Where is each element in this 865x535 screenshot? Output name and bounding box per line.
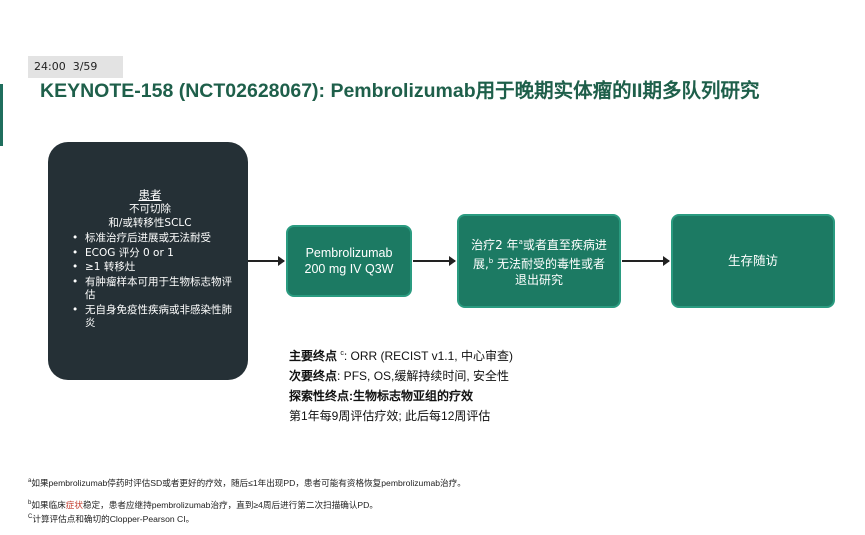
primary-endpoint-text: : ORR (RECIST v1.1, 中心审查) bbox=[343, 349, 513, 363]
criteria-item: 标准治疗后进展或无法耐受 bbox=[60, 232, 240, 246]
footnote-a-marker: a bbox=[28, 478, 32, 484]
endpoints-block: 主要终点 c: ORR (RECIST v1.1, 中心审查) 次要终点: PF… bbox=[289, 344, 513, 426]
footnote-b: b如果临床症状稳定，患者应继持pembrolizumab治疗，直到≥4周后进行第… bbox=[28, 497, 378, 511]
exploratory-endpoint-label: 探索性终点: bbox=[289, 389, 353, 403]
patients-heading: 患者 bbox=[138, 188, 162, 202]
drug-name: Pembrolizumab bbox=[305, 246, 393, 260]
patients-box: 患者 不可切除 和/或转移性SCLC 标准治疗后进展或无法耐受 ECOG 评分 … bbox=[48, 142, 248, 380]
treatment-text-3: 无法耐受的毒性或者退出研究 bbox=[493, 257, 606, 287]
assessment-schedule: 第1年每9周评估疗效; 此后每12周评估 bbox=[289, 409, 491, 423]
criteria-item: 无自身免疫性疾病或非感染性肺炎 bbox=[60, 304, 240, 331]
treatment-sup-b: b bbox=[488, 257, 494, 265]
elapsed-time: 24:00 bbox=[34, 60, 66, 73]
drug-box: Pembrolizumab 200 mg IV Q3W bbox=[286, 225, 412, 297]
arrow-2 bbox=[413, 256, 456, 266]
treatment-text-1: 治疗2 年 bbox=[471, 238, 519, 252]
patients-line-1: 不可切除 bbox=[129, 203, 171, 215]
drug-dose: 200 mg IV Q3W bbox=[304, 262, 394, 276]
treatment-box: 治疗2 年a或者直至疾病进展,b 无法耐受的毒性或者退出研究 bbox=[457, 214, 621, 308]
patients-line-2: 和/或转移性SCLC bbox=[108, 217, 192, 229]
footnote-c-text: 计算评估点和确切的Clopper-Pearson CI。 bbox=[32, 513, 195, 524]
footnote-b-text-red: 症状 bbox=[65, 499, 83, 510]
criteria-item: 有肿瘤样本可用于生物标志物评估 bbox=[60, 276, 240, 303]
footnote-b-text-pre: 如果临床 bbox=[31, 499, 66, 510]
survival-label: 生存随访 bbox=[727, 253, 778, 268]
primary-endpoint-sup: c bbox=[340, 350, 344, 357]
footnote-c: C计算评估点和确切的Clopper-Pearson CI。 bbox=[28, 511, 194, 525]
survival-box: 生存随访 bbox=[671, 214, 835, 308]
treatment-text-2: 或者直至疾病进展, bbox=[472, 238, 607, 271]
secondary-endpoint-text: : PFS, OS,缓解持续时间, 安全性 bbox=[337, 369, 510, 383]
criteria-item: ECOG 评分 0 or 1 bbox=[60, 247, 240, 261]
accent-bar bbox=[0, 84, 3, 146]
slide-title: KEYNOTE-158 (NCT02628067): Pembrolizumab… bbox=[40, 80, 760, 102]
secondary-endpoint-label: 次要终点 bbox=[289, 369, 338, 383]
footnote-a: a如果pembrolizumab停药时评估SD或者更好的疗效，随后≤1年出现PD… bbox=[28, 475, 466, 489]
footnote-b-text-post: 稳定，患者应继持pembrolizumab治疗，直到≥4周后进行第二次扫描确认P… bbox=[82, 499, 378, 510]
slide-counter: 3/59 bbox=[72, 60, 98, 73]
footnote-b-marker: b bbox=[28, 500, 32, 506]
arrow-1 bbox=[248, 256, 285, 266]
exploratory-endpoint-text: 生物标志物亚组的疗效 bbox=[353, 389, 474, 403]
slide-timer-bar: 24:00 3/59 bbox=[28, 56, 123, 78]
criteria-list: 标准治疗后进展或无法耐受 ECOG 评分 0 or 1 ≥1 转移灶 有肿瘤样本… bbox=[60, 232, 240, 331]
primary-endpoint-label: 主要终点 bbox=[289, 349, 341, 363]
criteria-item: ≥1 转移灶 bbox=[60, 261, 240, 275]
footnote-a-text: 如果pembrolizumab停药时评估SD或者更好的疗效，随后≤1年出现PD，… bbox=[31, 477, 466, 488]
arrow-3 bbox=[622, 256, 670, 266]
footnote-c-marker: C bbox=[28, 514, 33, 520]
treatment-sup-a: a bbox=[518, 238, 523, 246]
